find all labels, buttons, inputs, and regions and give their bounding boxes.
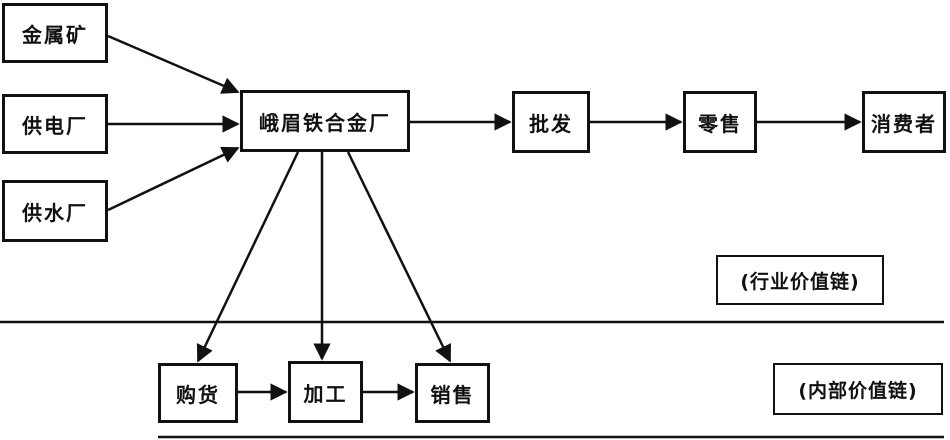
node-retail: 零售 — [683, 91, 757, 153]
node-consumer: 消费者 — [862, 91, 946, 153]
arrow-ore-to-plant — [107, 34, 240, 94]
node-sales: 销售 — [415, 363, 490, 423]
arrow-plant-to-purchase — [196, 151, 300, 363]
arrow-water-to-plant — [107, 146, 240, 212]
internal-chain-label: (内部价值链) — [773, 363, 943, 415]
industry-chain-label: (行业价值链) — [716, 255, 884, 305]
node-processing: 加工 — [288, 361, 363, 423]
node-metal-ore: 金属矿 — [2, 3, 108, 63]
node-wholesale: 批发 — [512, 91, 590, 153]
node-power-plant: 供电厂 — [2, 94, 108, 154]
node-purchase: 购货 — [158, 363, 238, 423]
node-ferroalloy-plant: 峨眉铁合金厂 — [240, 90, 410, 152]
arrow-plant-to-sales — [346, 151, 452, 363]
node-water-plant: 供水厂 — [2, 180, 108, 242]
